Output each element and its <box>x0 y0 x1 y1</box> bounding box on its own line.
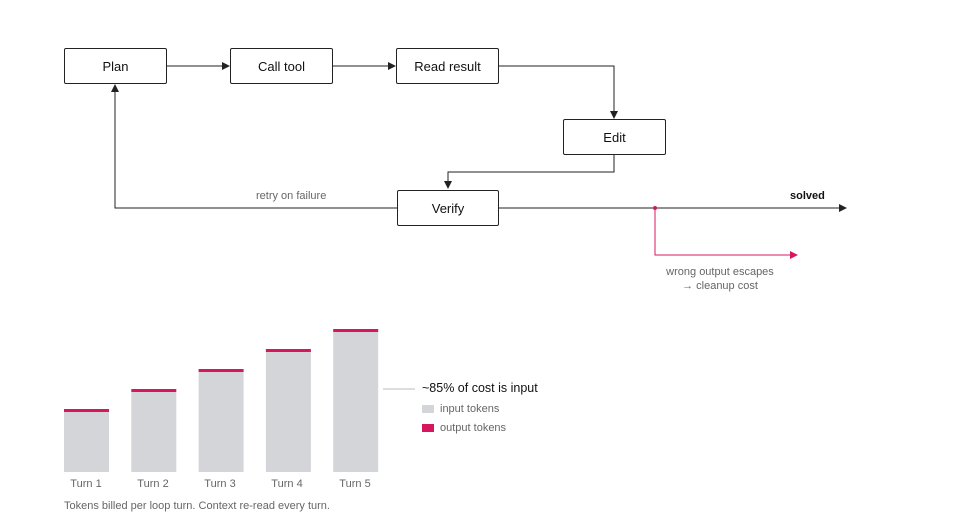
edge-edit-to-verify <box>444 154 615 189</box>
tick-label-turn-2: Turn 2 <box>137 478 169 490</box>
bar-input-turn-5 <box>333 332 379 472</box>
edge-read-result-to-edit <box>499 65 618 119</box>
legend-swatch-output <box>422 424 434 432</box>
legend-output-label: output tokens <box>440 422 507 434</box>
bar-input-turn-3 <box>198 372 244 472</box>
escape-label: wrong output escapes → cleanup cost <box>635 265 805 293</box>
chart-caption: Tokens billed per loop turn. Context re-… <box>64 500 330 512</box>
bar-output-turn-5 <box>333 329 379 332</box>
edge-escape <box>654 208 798 259</box>
bar-input-turn-1 <box>64 412 109 472</box>
bar-output-turn-3 <box>198 369 244 372</box>
legend-swatch-input <box>422 405 434 413</box>
escape-label-line-2: → cleanup cost <box>682 280 758 292</box>
bar-output-turn-2 <box>131 389 177 392</box>
tick-label-turn-4: Turn 4 <box>271 478 303 490</box>
retry-label: retry on failure <box>256 190 327 202</box>
bar-input-turn-4 <box>265 352 311 472</box>
bar-output-turn-1 <box>64 409 109 412</box>
edge-verify-retry-to-plan <box>111 84 397 209</box>
node-call-tool[interactable]: Call tool <box>230 48 333 84</box>
tick-label-turn-5: Turn 5 <box>339 478 371 490</box>
escape-label-line-1: wrong output escapes <box>666 266 774 278</box>
token-bar-chart <box>64 329 379 472</box>
legend-input-tokens: input tokens <box>422 403 499 415</box>
legend-input-label: input tokens <box>440 403 500 415</box>
tick-label-turn-3: Turn 3 <box>204 478 236 490</box>
solved-label: solved <box>790 190 825 202</box>
cost-annotation: ~85% of cost is input <box>422 381 538 395</box>
legend-output-tokens: output tokens <box>422 422 506 434</box>
node-edit[interactable]: Edit <box>563 119 666 155</box>
node-plan[interactable]: Plan <box>64 48 167 84</box>
node-read-result[interactable]: Read result <box>396 48 499 84</box>
node-verify[interactable]: Verify <box>397 190 499 226</box>
bar-output-turn-4 <box>265 349 311 352</box>
tick-label-turn-1: Turn 1 <box>70 478 102 490</box>
bar-input-turn-2 <box>131 392 177 472</box>
